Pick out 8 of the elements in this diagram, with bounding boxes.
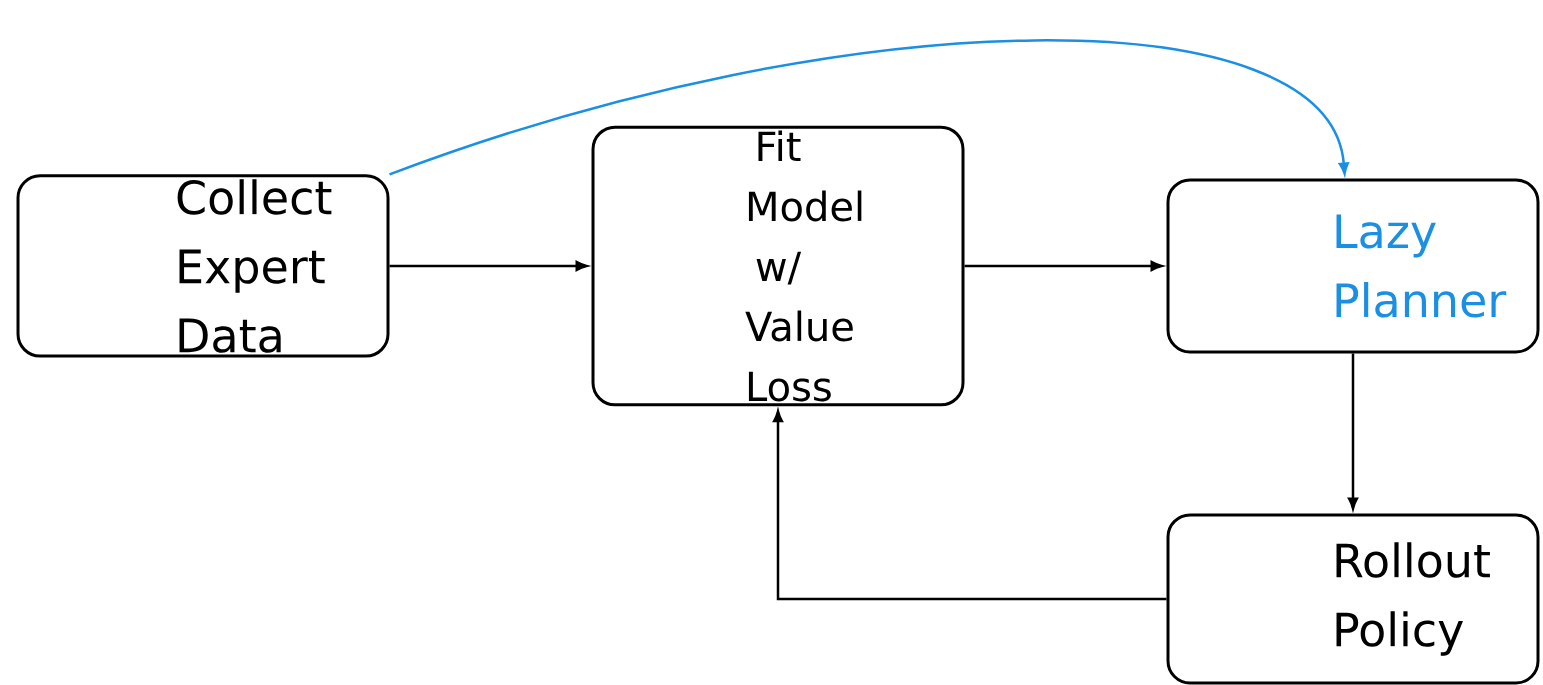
process-box: Fit Model w/ Value Loss — [591, 125, 965, 407]
process-box: Rollout Policy — [1166, 513, 1540, 685]
process-box: Lazy Planner — [1166, 178, 1540, 354]
arrow — [964, 260, 1163, 272]
curved-arrow — [389, 39, 1349, 176]
arrow — [389, 260, 588, 272]
arrow — [1347, 353, 1359, 510]
process-box: Collect Expert Data — [16, 174, 390, 358]
